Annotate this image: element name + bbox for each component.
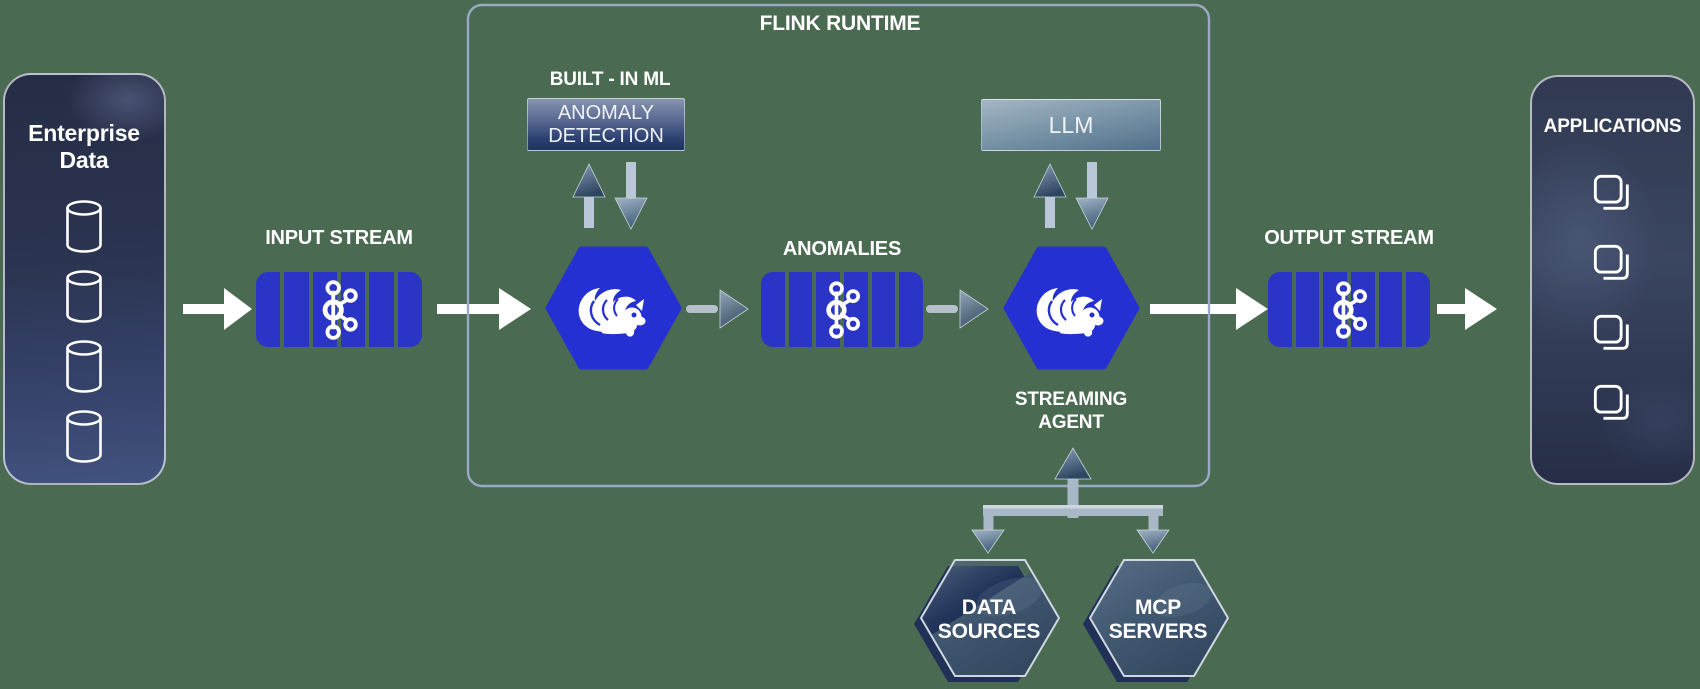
app-copy-icon bbox=[1593, 384, 1629, 420]
anomalies-kafka-bar bbox=[761, 272, 923, 347]
input-stream-label: INPUT STREAM bbox=[265, 227, 413, 249]
output-stream-label: OUTPUT STREAM bbox=[1264, 227, 1434, 249]
arrow-enterprise-to-input bbox=[183, 288, 252, 330]
output-stream-kafka-bar bbox=[1268, 272, 1430, 347]
applications-title: APPLICATIONS bbox=[1543, 116, 1682, 137]
app-copy-icon bbox=[1593, 244, 1629, 280]
ml-exchange-arrows bbox=[572, 162, 648, 230]
anomalies-label: ANOMALIES bbox=[782, 238, 902, 260]
arrow-anomalies-to-agent-head bbox=[959, 289, 989, 329]
kafka-icon bbox=[826, 280, 860, 339]
arrow-down-to-data-sources bbox=[971, 529, 1005, 554]
agent-external-connector bbox=[971, 447, 1170, 554]
database-icon bbox=[66, 410, 102, 463]
arrow-down-to-mcp-servers bbox=[1136, 529, 1170, 554]
flink-runtime-title: FLINK RUNTIME bbox=[759, 12, 921, 35]
arrow-output-to-apps bbox=[1437, 288, 1497, 330]
streaming-agent-hexagon bbox=[1003, 246, 1140, 375]
data-sources-hexagon bbox=[914, 552, 1064, 689]
app-copy-icon bbox=[1593, 174, 1629, 210]
gray-flow-arrows bbox=[686, 289, 989, 329]
application-icons bbox=[1591, 173, 1635, 425]
flink-ml-hexagon bbox=[545, 246, 682, 375]
database-icon bbox=[66, 340, 102, 393]
kafka-icon bbox=[322, 279, 358, 340]
arrow-up-into-agent bbox=[1054, 447, 1092, 480]
flink-runtime-box-border bbox=[466, 3, 1211, 488]
llm-exchange-arrows bbox=[1033, 162, 1109, 230]
database-icon bbox=[66, 200, 102, 253]
enterprise-data-panel bbox=[3, 73, 166, 485]
flink-squirrel-icon bbox=[578, 288, 646, 337]
database-icon bbox=[66, 270, 102, 323]
mcp-servers-hexagon bbox=[1083, 552, 1233, 689]
kafka-icon bbox=[1333, 280, 1367, 339]
enterprise-database-icons bbox=[64, 200, 104, 464]
input-stream-kafka-bar bbox=[256, 272, 422, 347]
llm-box: LLM bbox=[981, 99, 1161, 151]
arrow-input-to-flink-ml bbox=[437, 288, 531, 330]
flink-squirrel-icon bbox=[1036, 288, 1104, 337]
app-copy-icon bbox=[1593, 314, 1629, 350]
arrow-ml-to-anomalies-head bbox=[719, 289, 749, 329]
built-in-ml-label: BUILT - IN ML bbox=[549, 69, 671, 90]
applications-panel bbox=[1530, 75, 1695, 485]
